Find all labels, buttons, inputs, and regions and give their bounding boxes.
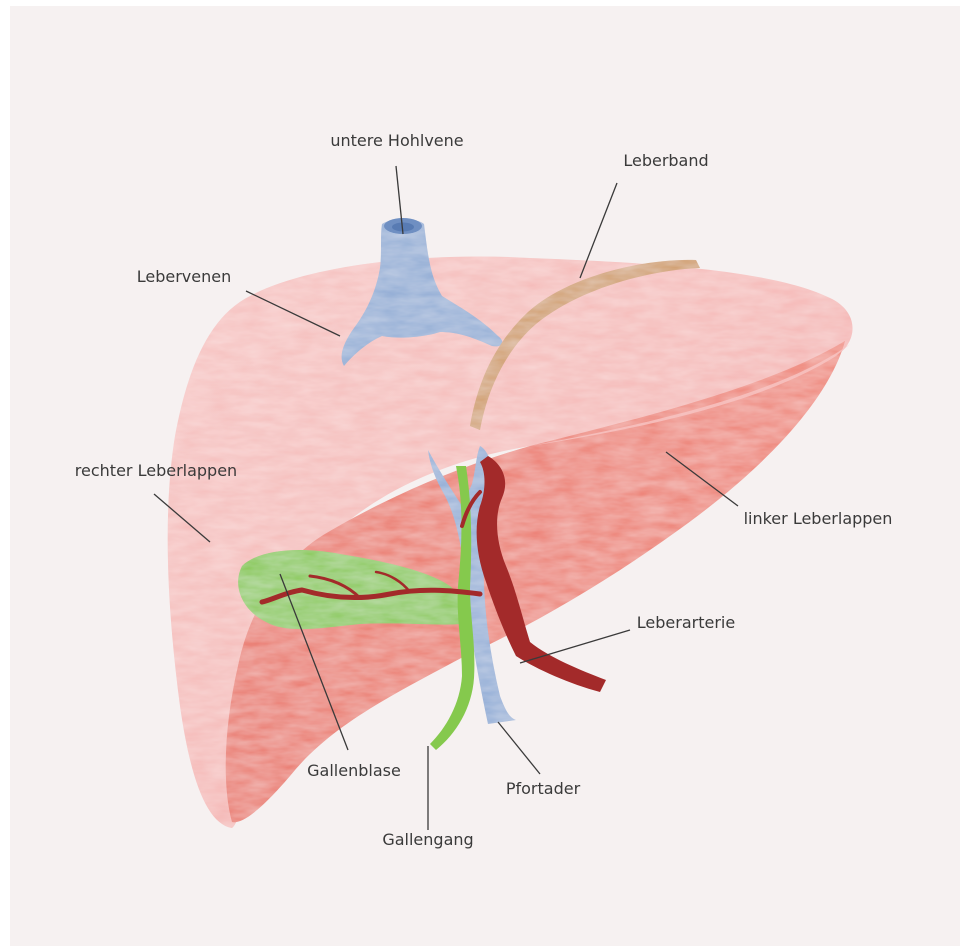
leader-leberarterie	[520, 630, 630, 663]
label-gallengang: Gallengang	[382, 830, 473, 849]
label-lebervenen: Lebervenen	[137, 267, 232, 286]
label-gallenblase: Gallenblase	[307, 761, 401, 780]
label-untere-hohlvene: untere Hohlvene	[330, 131, 463, 150]
label-linker-leberlappen: linker Leberlappen	[744, 509, 893, 528]
liver-illustration: untere Hohlvene Leberband Lebervenen rec…	[10, 6, 960, 946]
liver-diagram: untere Hohlvene Leberband Lebervenen rec…	[10, 6, 960, 946]
label-leberarterie: Leberarterie	[637, 613, 735, 632]
leader-pfortader	[498, 722, 540, 774]
label-rechter-leberlappen: rechter Leberlappen	[75, 461, 237, 480]
label-leberband: Leberband	[623, 151, 708, 170]
label-pfortader: Pfortader	[506, 779, 581, 798]
